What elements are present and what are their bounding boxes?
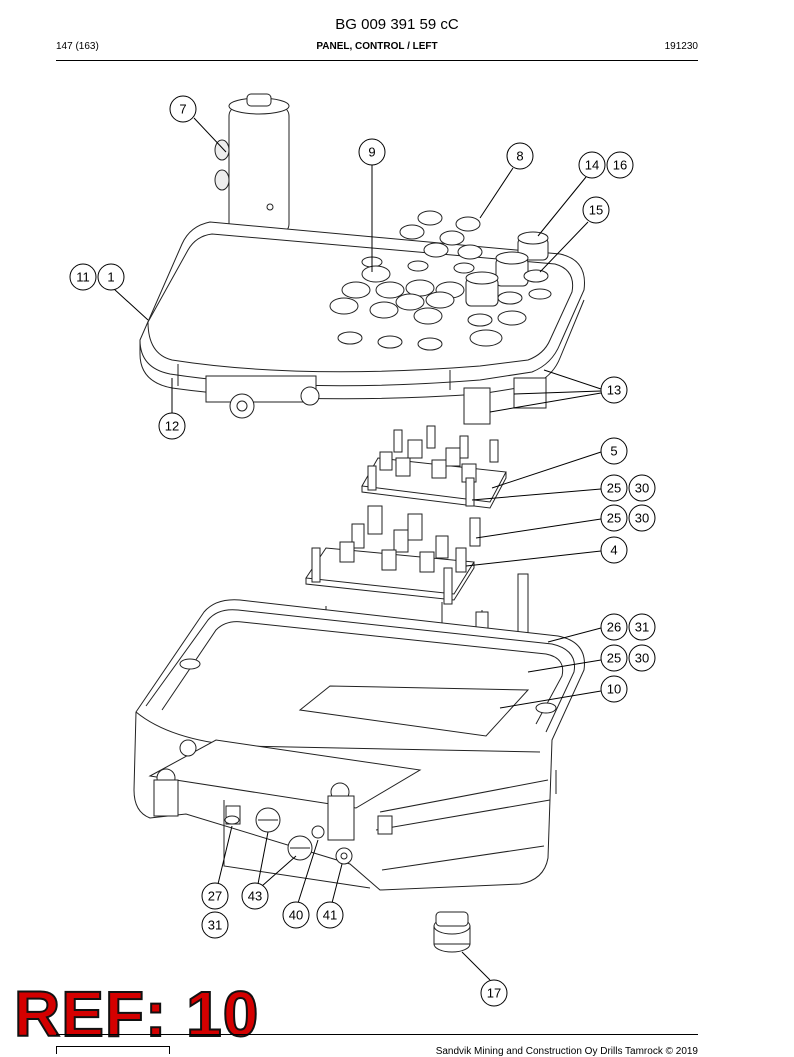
callout-12: 12 [158,412,186,440]
footer-copyright: Sandvik Mining and Construction Oy Drill… [435,1046,698,1057]
svg-text:25: 25 [607,481,621,496]
callout-9: 9 [358,138,386,166]
header-row: 147 (163) PANEL, CONTROL / LEFT 191230 [56,41,698,55]
callout-31-b: 31 [201,911,229,939]
callout-10: 10 [600,675,628,703]
callout-4: 4 [600,536,628,564]
callout-26: 26 [600,613,628,641]
svg-text:25: 25 [607,511,621,526]
callout-11: 11 [69,263,97,291]
revision-date: 191230 [664,41,698,52]
callout-25-c: 25 [600,644,628,672]
document-number: BG 009 391 59 cC [335,16,459,33]
page-number: 147 (163) [56,41,99,52]
svg-text:13: 13 [607,383,621,398]
callout-25-a: 25 [600,474,628,502]
housing-enclosure [133,599,585,891]
loose-cap [433,911,471,953]
svg-text:30: 30 [635,511,649,526]
header-divider [56,60,698,61]
svg-text:30: 30 [635,481,649,496]
callout-16: 16 [606,151,634,179]
svg-text:31: 31 [208,918,222,933]
callout-30-b: 30 [628,504,656,532]
svg-text:1: 1 [107,270,114,285]
svg-text:41: 41 [323,908,337,923]
ref-stamp: REF: 10 [13,978,260,1050]
callout-41: 41 [316,901,344,929]
svg-text:40: 40 [289,908,303,923]
callout-30-c: 30 [628,644,656,672]
circuit-board-upper [361,425,507,509]
callout-14: 14 [578,151,606,179]
callout-40: 40 [282,901,310,929]
svg-text:27: 27 [208,889,222,904]
callout-13: 13 [600,376,628,404]
leader-lines [113,117,602,981]
callout-5: 5 [600,437,628,465]
svg-text:17: 17 [487,986,501,1001]
control-panel-top [139,210,585,425]
svg-text:14: 14 [585,158,599,173]
svg-text:10: 10 [607,682,621,697]
callout-15: 15 [582,196,610,224]
svg-text:5: 5 [610,444,617,459]
callout-8: 8 [506,142,534,170]
svg-text:4: 4 [610,543,617,558]
company-logo [56,1046,170,1054]
svg-text:16: 16 [613,158,627,173]
svg-text:43: 43 [248,889,262,904]
callout-30-a: 30 [628,474,656,502]
svg-text:11: 11 [76,270,90,285]
push-buttons [329,210,483,325]
svg-text:30: 30 [635,651,649,666]
callout-25-b: 25 [600,504,628,532]
svg-text:7: 7 [179,102,186,117]
svg-text:26: 26 [607,620,621,635]
svg-text:31: 31 [635,620,649,635]
callout-31-a: 31 [628,613,656,641]
callout-27: 27 [201,882,229,910]
callout-43: 43 [241,882,269,910]
rotary-knobs [465,231,552,347]
footer-divider [56,1034,698,1035]
svg-text:25: 25 [607,651,621,666]
svg-text:15: 15 [589,203,603,218]
callout-17: 17 [480,979,508,1007]
page-title: PANEL, CONTROL / LEFT [316,41,438,52]
callout-1: 1 [97,263,125,291]
callout-7: 7 [169,95,197,123]
svg-text:9: 9 [368,145,375,160]
circuit-board-lower [305,505,481,605]
svg-text:12: 12 [165,419,179,434]
svg-text:8: 8 [516,149,523,164]
